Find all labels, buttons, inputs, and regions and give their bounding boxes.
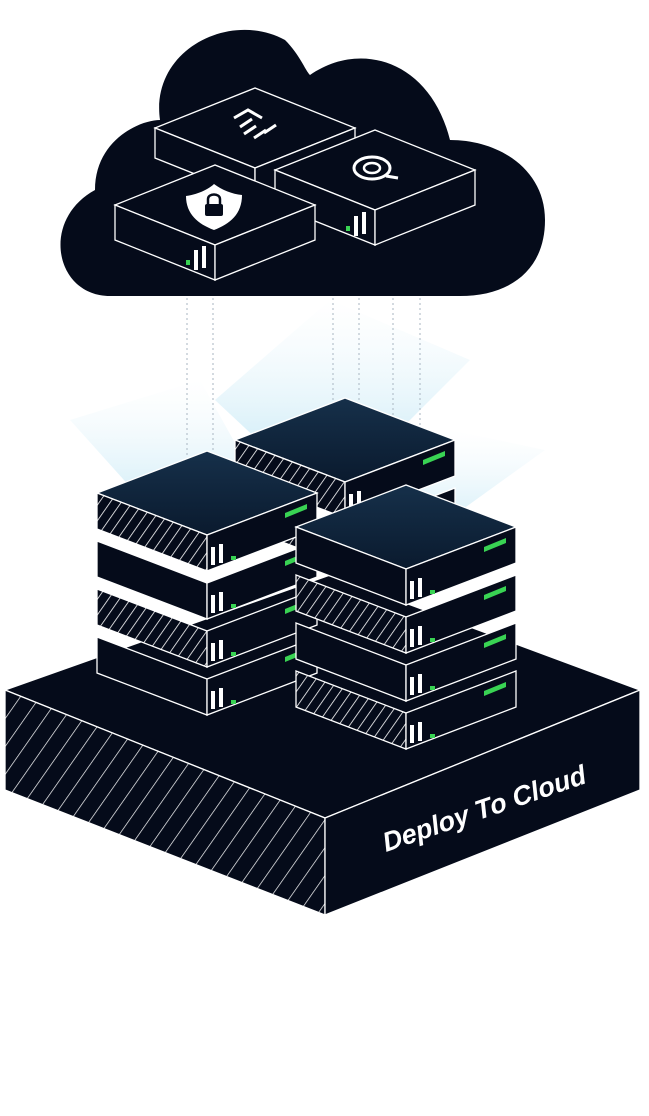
server-status-led [231,604,236,608]
status-leds [186,246,206,270]
server-unit [95,450,319,572]
server-status-led [430,590,435,594]
server-unit [96,588,318,668]
server-unit [295,670,517,750]
server-activity-stripe [484,586,506,600]
target-icon [352,155,399,181]
server-activity-stripe [484,682,506,696]
server-activity-stripe [423,451,445,465]
server-activity-stripe [285,504,307,518]
server-status-led [231,652,236,656]
server-led-bar [349,494,353,512]
server-activity-stripe [484,634,506,648]
shield-lock-icon [186,184,242,230]
server-unit [295,574,517,654]
server-led-bar [410,581,414,599]
server-led-bar [219,592,223,611]
server-led-bar [219,544,223,563]
server-led-bar [410,677,414,695]
server-led-bar [418,722,422,741]
chart-arrow-icon [233,108,277,140]
server-stack-right [294,484,518,750]
cloud-service-box-security [113,164,317,281]
cloud-service-box-monitoring [273,129,477,246]
server-led-bar [410,725,414,743]
server-led-bar [211,547,215,565]
server-led-bar [211,643,215,661]
server-stack-left [95,450,319,716]
server-status-led [231,700,236,704]
server-status-led [430,638,435,642]
server-stacks [95,397,518,750]
server-led-bar [211,595,215,613]
server-unit [295,622,517,702]
server-status-led [231,556,236,560]
server-status-led [430,734,435,738]
cloud [60,29,545,296]
server-unit [294,484,518,606]
server-led-bar [410,629,414,647]
server-led-bar [211,691,215,709]
server-status-led [430,686,435,690]
status-leds [346,212,366,236]
server-led-bar [418,674,422,693]
server-led-bar [418,578,422,597]
server-unit [96,636,318,716]
server-activity-stripe [484,538,506,552]
server-led-bar [219,640,223,659]
platform-right-face [324,689,641,916]
server-led-bar [357,491,361,510]
server-led-bar [418,626,422,645]
server-led-bar [219,688,223,707]
